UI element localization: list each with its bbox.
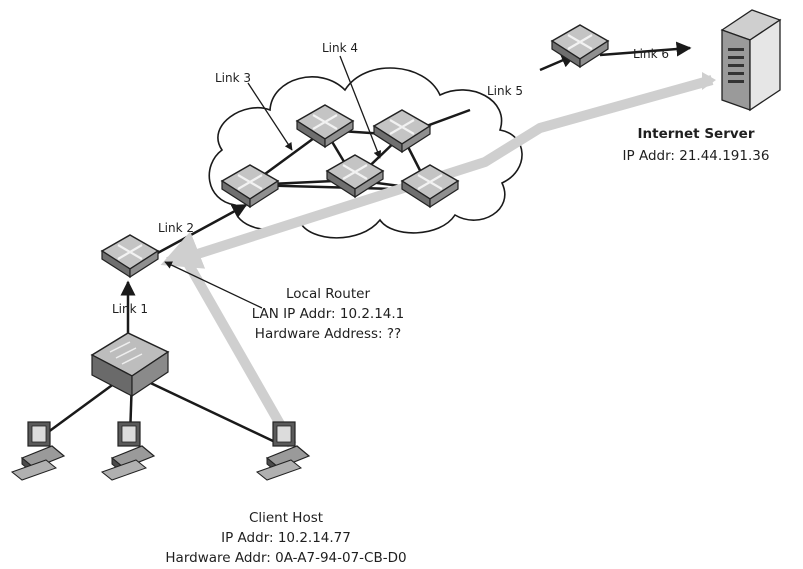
local-router-lan-ip: LAN IP Addr: 10.2.14.1 [252,306,405,322]
client-host-computer-icon [256,421,310,481]
link-4-label: Link 4 [322,41,358,55]
computer-icon [11,421,65,481]
packet-path [160,75,714,448]
computer-icon [101,421,155,481]
local-router-title: Local Router [286,286,370,302]
local-router-hardware-address: Hardware Address: ?? [255,326,401,342]
client-host-title: Client Host [249,510,323,526]
link-2-label: Link 2 [158,221,194,235]
client-host-hardware-address: Hardware Addr: 0A-A7-94-07-CB-D0 [165,550,406,566]
internet-server-title: Internet Server [638,126,755,142]
link-5-label: Link 5 [487,84,523,98]
internet-cloud-icon [208,67,523,239]
internet-server-ip: IP Addr: 21.44.191.36 [623,148,770,164]
link-6-label: Link 6 [633,47,669,61]
client-host-ip: IP Addr: 10.2.14.77 [221,530,351,546]
local-router-icon [100,233,160,279]
link-1-label: Link 1 [112,302,148,316]
server-icon [720,9,782,112]
switch-icon [90,332,170,398]
annotation-arrows [164,55,382,309]
link-3-label: Link 3 [215,71,251,85]
